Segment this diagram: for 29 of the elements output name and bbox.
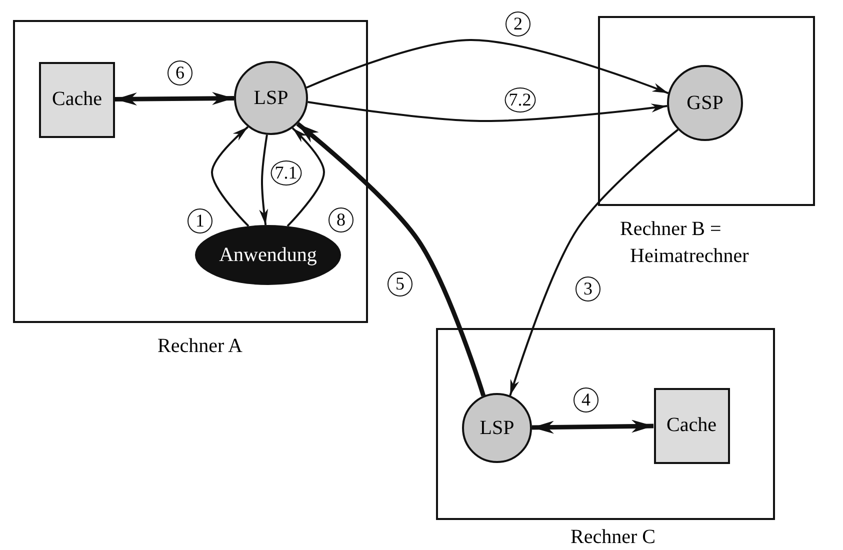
computer-label: Rechner C	[570, 526, 656, 549]
step-number: 8	[328, 208, 354, 232]
node-label: Cache	[52, 88, 102, 111]
computer-label: Rechner B = Heimatrechner	[620, 217, 750, 269]
step-number: 2	[506, 12, 530, 36]
thick-arrow	[114, 92, 234, 106]
computer-label: Rechner A	[156, 335, 244, 358]
node-label: LSP	[480, 416, 514, 440]
thick-arrow	[296, 122, 486, 396]
step-number: 7.1	[270, 160, 302, 186]
thick-arrow	[532, 420, 654, 434]
node-label: Cache	[666, 414, 716, 437]
step-number: 5	[388, 272, 412, 296]
cache-box	[654, 388, 730, 464]
arrow	[509, 128, 679, 396]
arrow	[306, 39, 669, 94]
step-number: 4	[574, 388, 598, 412]
node-label: Anwendung	[219, 244, 317, 266]
node-label: GSP	[686, 92, 724, 114]
arrow	[259, 134, 268, 226]
step-number: 6	[168, 60, 192, 86]
step-number: 7.2	[504, 88, 536, 112]
arrow	[211, 126, 250, 227]
step-number: 3	[576, 276, 600, 302]
arrow	[286, 127, 325, 227]
arrow	[308, 101, 668, 122]
cache-box	[39, 62, 115, 138]
step-number: 1	[188, 208, 212, 234]
node-label: LSP	[254, 86, 288, 110]
